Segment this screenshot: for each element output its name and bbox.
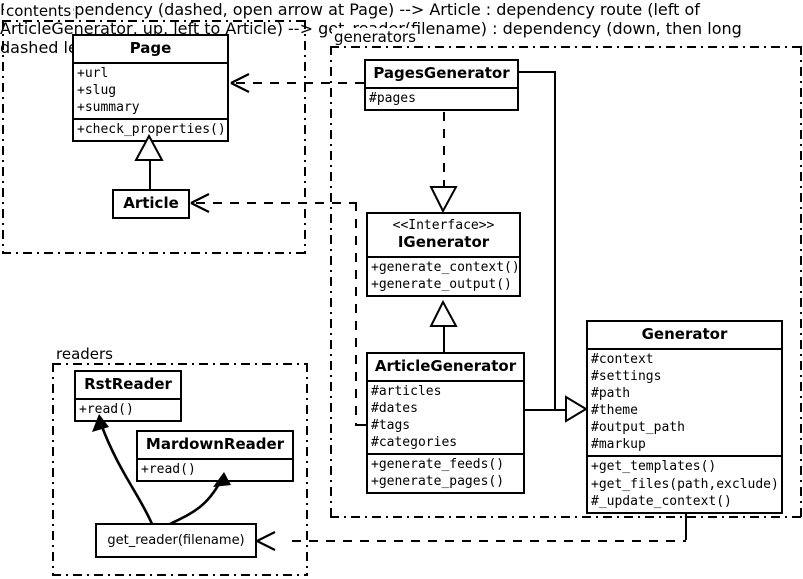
class-stereotype-igenerator: <<Interface>> <box>392 218 495 233</box>
class-name-igenerator: IGenerator <box>397 233 490 252</box>
class-title-generator: Generator <box>641 325 728 343</box>
class-title-page: Page <box>129 39 172 57</box>
class-box-igenerator[interactable]: <<Interface>> IGenerator +generate_conte… <box>366 212 521 298</box>
dependency-pagesgenerator-to-page <box>236 82 366 84</box>
class-attributes-pages-generator: #pages <box>366 86 517 109</box>
operation-row: +generate_context() <box>371 259 520 275</box>
attribute-row: +url <box>77 65 109 81</box>
function-box-get-reader[interactable]: get_reader(filename) <box>95 523 257 558</box>
operation-row: +read() <box>79 401 134 417</box>
generalization-articlegenerator-bus-bottom <box>524 409 556 411</box>
operation-row: +generate_output() <box>371 276 512 292</box>
class-title-article-generator: ArticleGenerator <box>374 357 517 375</box>
class-operations-page: +check_properties() <box>74 117 227 140</box>
class-box-generator[interactable]: Generator #context #settings #path #them… <box>586 320 783 514</box>
attribute-row: #pages <box>369 90 416 106</box>
class-attributes-article-generator: #articles #dates #tags #categories <box>368 379 523 454</box>
class-box-pages-generator[interactable]: PagesGenerator #pages <box>364 59 519 111</box>
generalization-article-to-page-line <box>149 160 151 191</box>
operation-row: +read() <box>141 461 196 477</box>
attribute-row: #settings <box>591 368 662 384</box>
operation-row: +generate_feeds() <box>371 457 505 473</box>
class-title-rst-reader: RstReader <box>84 375 172 393</box>
attribute-row: #articles <box>371 383 442 399</box>
realization-pagesgenerator-to-igenerator-line <box>443 112 445 187</box>
generalization-generator-bus-vertical <box>554 71 556 411</box>
class-operations-rst-reader: +read() <box>76 397 180 420</box>
class-title-article: Article <box>123 194 179 212</box>
class-title-pages-generator: PagesGenerator <box>373 64 510 82</box>
dependency-generator-to-getreader-line <box>292 540 686 542</box>
dependency-generator-to-getreader-stub <box>685 502 687 540</box>
class-attributes-generator: #context #settings #path #theme #output_… <box>588 347 781 456</box>
class-box-rst-reader[interactable]: RstReader +read() <box>74 370 182 422</box>
attribute-row: #context <box>591 351 654 367</box>
generalization-pagesgenerator-bus-top <box>518 71 556 73</box>
class-title-mardown-reader: MardownReader <box>145 435 285 453</box>
attribute-row: #output_path <box>591 420 685 436</box>
class-box-mardown-reader[interactable]: MardownReader +read() <box>136 430 294 482</box>
dependency-articlegenerator-to-article-horizontal <box>196 202 356 204</box>
class-box-article-generator[interactable]: ArticleGenerator #articles #dates #tags … <box>366 352 525 495</box>
attribute-row: +slug <box>77 82 117 98</box>
package-contents-label: contents <box>4 2 74 20</box>
operation-row: +check_properties() <box>77 121 226 137</box>
dependency-articlegenerator-stub <box>355 424 367 426</box>
package-readers-label: readers <box>54 345 115 363</box>
class-attributes-page: +url +slug +summary <box>74 61 227 118</box>
attribute-row: #markup <box>591 437 646 453</box>
attribute-row: +summary <box>77 99 140 115</box>
function-label-get-reader: get_reader(filename) <box>107 533 245 548</box>
attribute-row: #theme <box>591 402 638 418</box>
package-generators-label: generators <box>332 28 418 46</box>
operation-row: +generate_pages() <box>371 474 505 490</box>
class-operations-igenerator: +generate_context() +generate_output() <box>368 255 520 295</box>
class-title-igenerator: <<Interface>> IGenerator <box>368 214 519 256</box>
attribute-row: #path <box>591 385 631 401</box>
attribute-row: #dates <box>371 400 418 416</box>
class-box-article[interactable]: Article <box>112 189 190 219</box>
class-box-page[interactable]: Page +url +slug +summary +check_properti… <box>72 34 229 143</box>
operation-row: +get_files(path,exclude) <box>591 476 779 492</box>
attribute-row: #tags <box>371 417 411 433</box>
dependency-articlegenerator-to-article-vertical <box>355 202 357 425</box>
attribute-row: #categories <box>371 434 458 450</box>
generalization-generator-arrow-stem <box>554 409 568 411</box>
generalization-articlegenerator-to-igenerator-line <box>443 326 445 354</box>
class-operations-generator: +get_templates() +get_files(path,exclude… <box>588 455 781 511</box>
operation-row: #_update_context() <box>591 493 732 509</box>
class-operations-article-generator: +generate_feeds() +generate_pages() <box>368 453 523 492</box>
operation-row: +get_templates() <box>591 459 717 475</box>
class-operations-mardown-reader: +read() <box>138 457 292 480</box>
